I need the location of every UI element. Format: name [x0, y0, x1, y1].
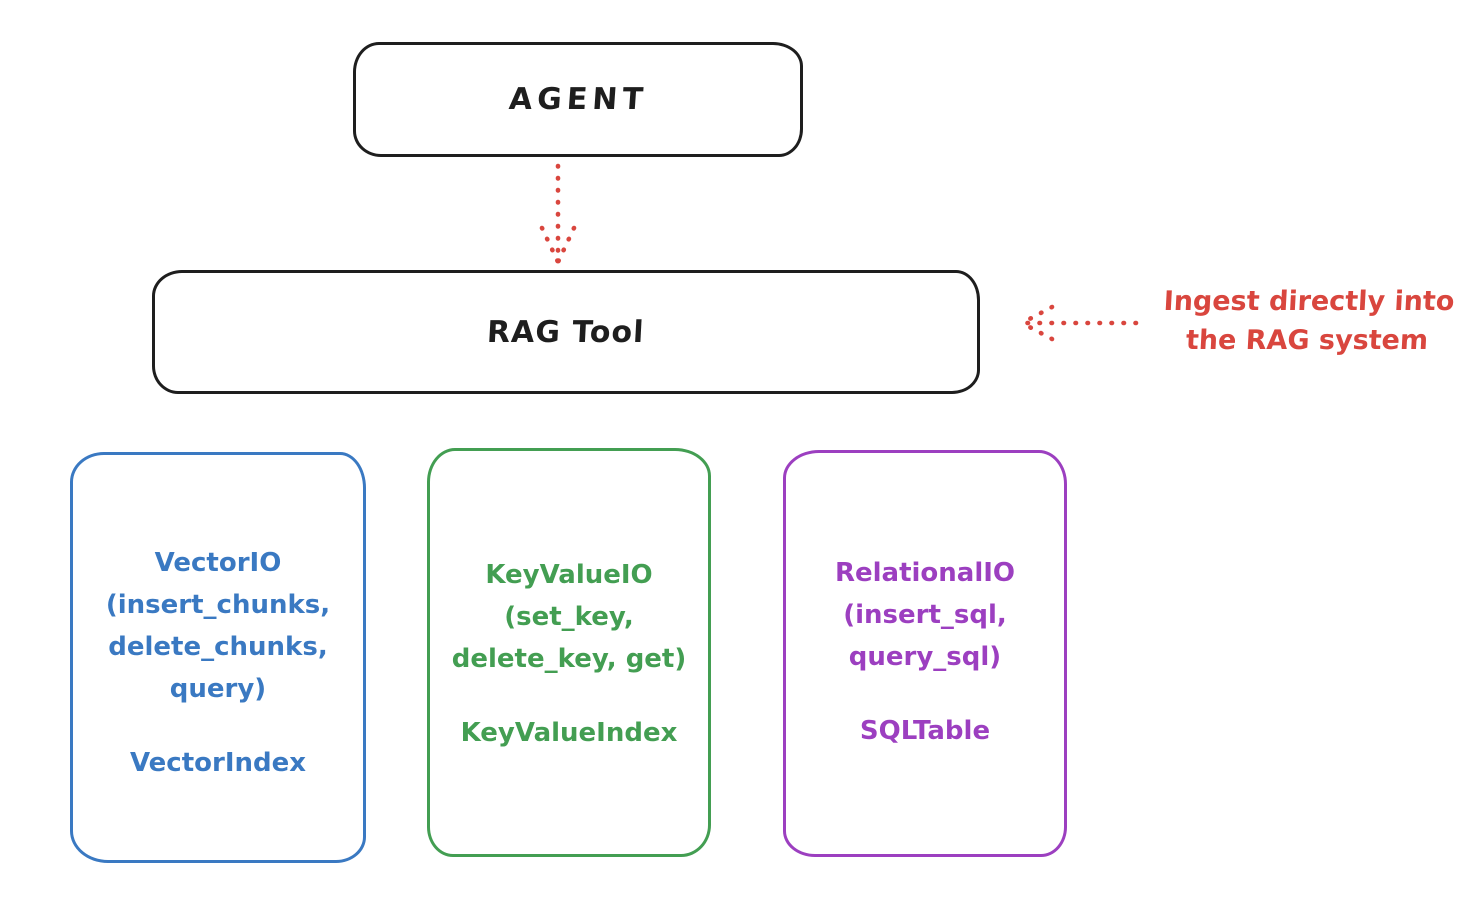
- ingest-annotation-line1: Ingest directly into: [1162, 286, 1456, 317]
- backend-card-vectorio: VectorIO (insert_chunks, delete_chunks, …: [70, 452, 366, 863]
- ingest-annotation: Ingest directly into the RAG system: [1138, 282, 1478, 360]
- backend-methods-line: query): [169, 674, 267, 704]
- backend-index-label: VectorIndex: [129, 748, 307, 778]
- rag-tool-node: RAG Tool: [152, 270, 980, 394]
- backend-title: RelationalIO: [834, 558, 1016, 588]
- agent-node: AGENT: [353, 42, 803, 157]
- backend-index-label: KeyValueIndex: [460, 718, 678, 748]
- backend-methods-line: query_sql): [848, 642, 1002, 672]
- arrow-annotation-to-ragtool-icon: [1019, 304, 1139, 342]
- backend-methods-line: (insert_chunks,: [105, 590, 331, 620]
- backend-title: KeyValueIO: [485, 560, 653, 590]
- backend-card-relationalio: RelationalIO (insert_sql, query_sql) SQL…: [783, 450, 1067, 857]
- ingest-annotation-line2: the RAG system: [1185, 325, 1429, 356]
- backend-methods-line: delete_key, get): [451, 644, 687, 674]
- agent-node-label: AGENT: [507, 82, 649, 117]
- backend-index-label: SQLTable: [859, 716, 991, 746]
- backend-methods-line: (insert_sql,: [843, 600, 1007, 630]
- rag-tool-node-label: RAG Tool: [486, 314, 646, 350]
- arrow-agent-to-ragtool-icon: [539, 163, 577, 265]
- backend-methods-line: delete_chunks,: [108, 632, 328, 662]
- backend-title: VectorIO: [154, 548, 282, 578]
- backend-methods-line: (set_key,: [504, 602, 634, 632]
- backend-card-keyvalueio: KeyValueIO (set_key, delete_key, get) Ke…: [427, 448, 711, 857]
